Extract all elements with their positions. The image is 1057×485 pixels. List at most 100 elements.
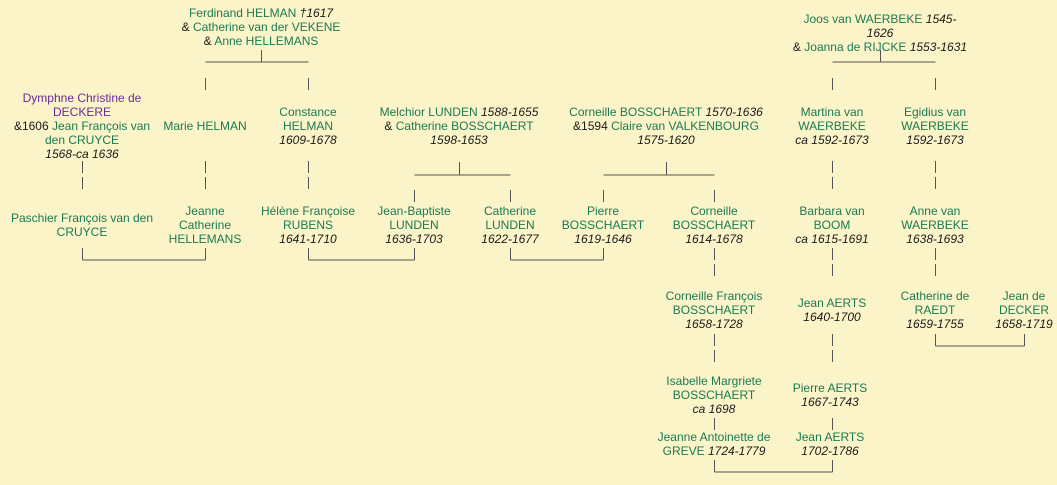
person-dates: 1638-1693 bbox=[906, 232, 964, 246]
person-dates: 1614-1678 bbox=[685, 232, 743, 246]
person-link[interactable]: Corneille bbox=[690, 204, 738, 218]
person-link[interactable]: GREVE bbox=[662, 444, 705, 458]
person-link[interactable]: Jean AERTS bbox=[795, 430, 865, 444]
spouse-link[interactable]: Claire van VALKENBOURG bbox=[611, 119, 759, 133]
person-dates: 1575-1620 bbox=[637, 133, 695, 147]
person-dates: 1659-1755 bbox=[906, 317, 964, 331]
person-link[interactable]: HELLEMANS bbox=[168, 232, 242, 246]
person-dates: 1570-1636 bbox=[705, 105, 763, 119]
person-link[interactable]: Catherine de bbox=[900, 289, 970, 303]
person-link[interactable]: Egidius van bbox=[903, 105, 967, 119]
spouse-link[interactable]: Jean François van bbox=[51, 119, 151, 133]
person-dates: †1617 bbox=[299, 6, 334, 20]
person-link[interactable]: Jean-Baptiste bbox=[377, 204, 451, 218]
spouse-link[interactable]: Catherine BOSSCHAERT bbox=[395, 119, 534, 133]
person-dates: 1658-1719 bbox=[995, 317, 1053, 331]
person-link[interactable]: Corneille BOSSCHAERT bbox=[569, 105, 703, 119]
person-dates: 1658-1728 bbox=[685, 317, 743, 331]
person-link[interactable]: Joos van WAERBEKE bbox=[803, 12, 923, 26]
proband-name: DECKERE bbox=[52, 105, 112, 119]
person-constance-helman: Constance HELMAN 1609-1678 bbox=[279, 105, 336, 147]
person-link[interactable]: WAERBEKE bbox=[901, 119, 969, 133]
spouse-link[interactable]: Anne HELLEMANS bbox=[214, 34, 319, 48]
person-link[interactable]: BOSSCHAERT bbox=[672, 218, 756, 232]
person-link[interactable]: Pierre AERTS bbox=[792, 381, 868, 395]
person-link[interactable]: HELMAN bbox=[282, 119, 334, 133]
person-link[interactable]: Melchior LUNDEN bbox=[379, 105, 478, 119]
person-link[interactable]: CRUYCE bbox=[56, 225, 108, 239]
person-link[interactable]: RAEDT bbox=[914, 303, 956, 317]
person-link[interactable]: Hélène Françoise bbox=[260, 204, 356, 218]
person-link[interactable]: Paschier François van den bbox=[10, 211, 154, 225]
person-dates: 1619-1646 bbox=[574, 232, 632, 246]
person-link[interactable]: Jean de bbox=[1002, 289, 1046, 303]
person-joos-waerbeke: Joos van WAERBEKE 1545-1626 & Joanna de … bbox=[792, 12, 969, 54]
person-link[interactable]: Catherine bbox=[483, 204, 537, 218]
person-link[interactable]: Pierre bbox=[586, 204, 619, 218]
marriage-prefix: &1594 bbox=[573, 119, 608, 133]
person-link[interactable]: LUNDEN bbox=[485, 218, 535, 232]
person-martina-waerbeke: Martina van WAERBEKE ca 1592-1673 bbox=[795, 105, 868, 147]
person-dates: 1641-1710 bbox=[279, 232, 337, 246]
person-link[interactable]: Marie HELMAN bbox=[163, 119, 247, 133]
person-catherine-lunden: Catherine LUNDEN 1622-1677 bbox=[481, 204, 538, 246]
person-jean-aerts-1640: Jean AERTS 1640-1700 bbox=[798, 296, 866, 324]
marriage-prefix: & bbox=[384, 119, 393, 133]
person-helene-rubens: Hélène Françoise RUBENS 1641-1710 bbox=[261, 204, 355, 246]
person-link[interactable]: Jeanne bbox=[185, 204, 225, 218]
person-dates: 1724-1779 bbox=[707, 444, 766, 458]
person-catherine-raedt: Catherine de RAEDT 1659-1755 bbox=[901, 289, 970, 331]
person-pierre-aerts: Pierre AERTS 1667-1743 bbox=[793, 381, 867, 409]
person-link[interactable]: RUBENS bbox=[282, 218, 333, 232]
person-paschier-cruyce: Paschier François van den CRUYCE bbox=[11, 211, 153, 239]
spouse-link[interactable]: den CRUYCE bbox=[44, 133, 120, 147]
person-link[interactable]: Ferdinand HELMAN bbox=[188, 6, 297, 20]
person-dates: 1702-1786 bbox=[801, 444, 859, 458]
person-link[interactable]: Corneille François bbox=[665, 289, 763, 303]
person-link[interactable]: Martina van bbox=[800, 105, 864, 119]
person-corneille-francois-bosschaert: Corneille François BOSSCHAERT 1658-1728 bbox=[666, 289, 763, 331]
marriage-prefix: & bbox=[203, 34, 212, 48]
person-dates: 1622-1677 bbox=[481, 232, 539, 246]
person-jeanne-hellemans: Jeanne Catherine HELLEMANS bbox=[169, 204, 242, 246]
person-link[interactable]: Barbara van bbox=[799, 204, 865, 218]
person-dates: 1667-1743 bbox=[801, 395, 859, 409]
marriage-prefix: & bbox=[792, 40, 801, 54]
spouse-link[interactable]: Joanna de RIJCKE bbox=[804, 40, 907, 54]
person-link[interactable]: Jean AERTS bbox=[797, 296, 867, 310]
person-link[interactable]: Catherine bbox=[178, 218, 232, 232]
proband-name: Dymphne Christine de bbox=[22, 91, 142, 105]
person-jeanne-greve: Jeanne Antoinette de GREVE 1724-1779 bbox=[658, 430, 771, 458]
person-dates: 1588-1655 bbox=[480, 105, 539, 119]
person-link[interactable]: Anne van bbox=[909, 204, 961, 218]
person-dates: 1592-1673 bbox=[906, 133, 964, 147]
person-jean-baptiste-lunden: Jean-Baptiste LUNDEN 1636-1703 bbox=[377, 204, 450, 246]
person-dates: 1598-1653 bbox=[430, 133, 488, 147]
person-link[interactable]: BOSSCHAERT bbox=[561, 218, 645, 232]
person-link[interactable]: WAERBEKE bbox=[798, 119, 866, 133]
person-dates: 1609-1678 bbox=[279, 133, 337, 147]
person-jean-decker: Jean de DECKER 1658-1719 bbox=[995, 289, 1052, 331]
person-link[interactable]: BOSSCHAERT bbox=[672, 303, 756, 317]
person-pierre-bosschaert: Pierre BOSSCHAERT 1619-1646 bbox=[562, 204, 644, 246]
person-link[interactable]: BOOM bbox=[813, 218, 851, 232]
person-dates: 1553-1631 bbox=[909, 40, 968, 54]
person-link[interactable]: Constance bbox=[279, 105, 337, 119]
person-link[interactable]: BOSSCHAERT bbox=[672, 388, 756, 402]
person-link[interactable]: DECKER bbox=[998, 303, 1050, 317]
person-isabelle-bosschaert: Isabelle Margriete BOSSCHAERT ca 1698 bbox=[666, 374, 761, 416]
person-dates: ca 1698 bbox=[692, 402, 736, 416]
person-link[interactable]: Isabelle Margriete bbox=[666, 374, 762, 388]
person-dates: ca 1592-1673 bbox=[795, 133, 869, 147]
person-link[interactable]: Jeanne Antoinette de bbox=[657, 430, 771, 444]
person-dates: 1568-ca 1636 bbox=[45, 147, 119, 161]
person-link[interactable]: LUNDEN bbox=[389, 218, 439, 232]
person-ferdinand-helman: Ferdinand HELMAN †1617 & Catherine van d… bbox=[182, 6, 341, 48]
person-link[interactable]: WAERBEKE bbox=[901, 218, 969, 232]
person-dates: 1636-1703 bbox=[385, 232, 443, 246]
spouse-link[interactable]: Catherine van der VEKENE bbox=[192, 20, 341, 34]
person-dymphne-deckere: Dymphne Christine de DECKERE &1606 Jean … bbox=[14, 91, 150, 161]
person-melchior-lunden: Melchior LUNDEN 1588-1655 & Catherine BO… bbox=[380, 105, 539, 147]
